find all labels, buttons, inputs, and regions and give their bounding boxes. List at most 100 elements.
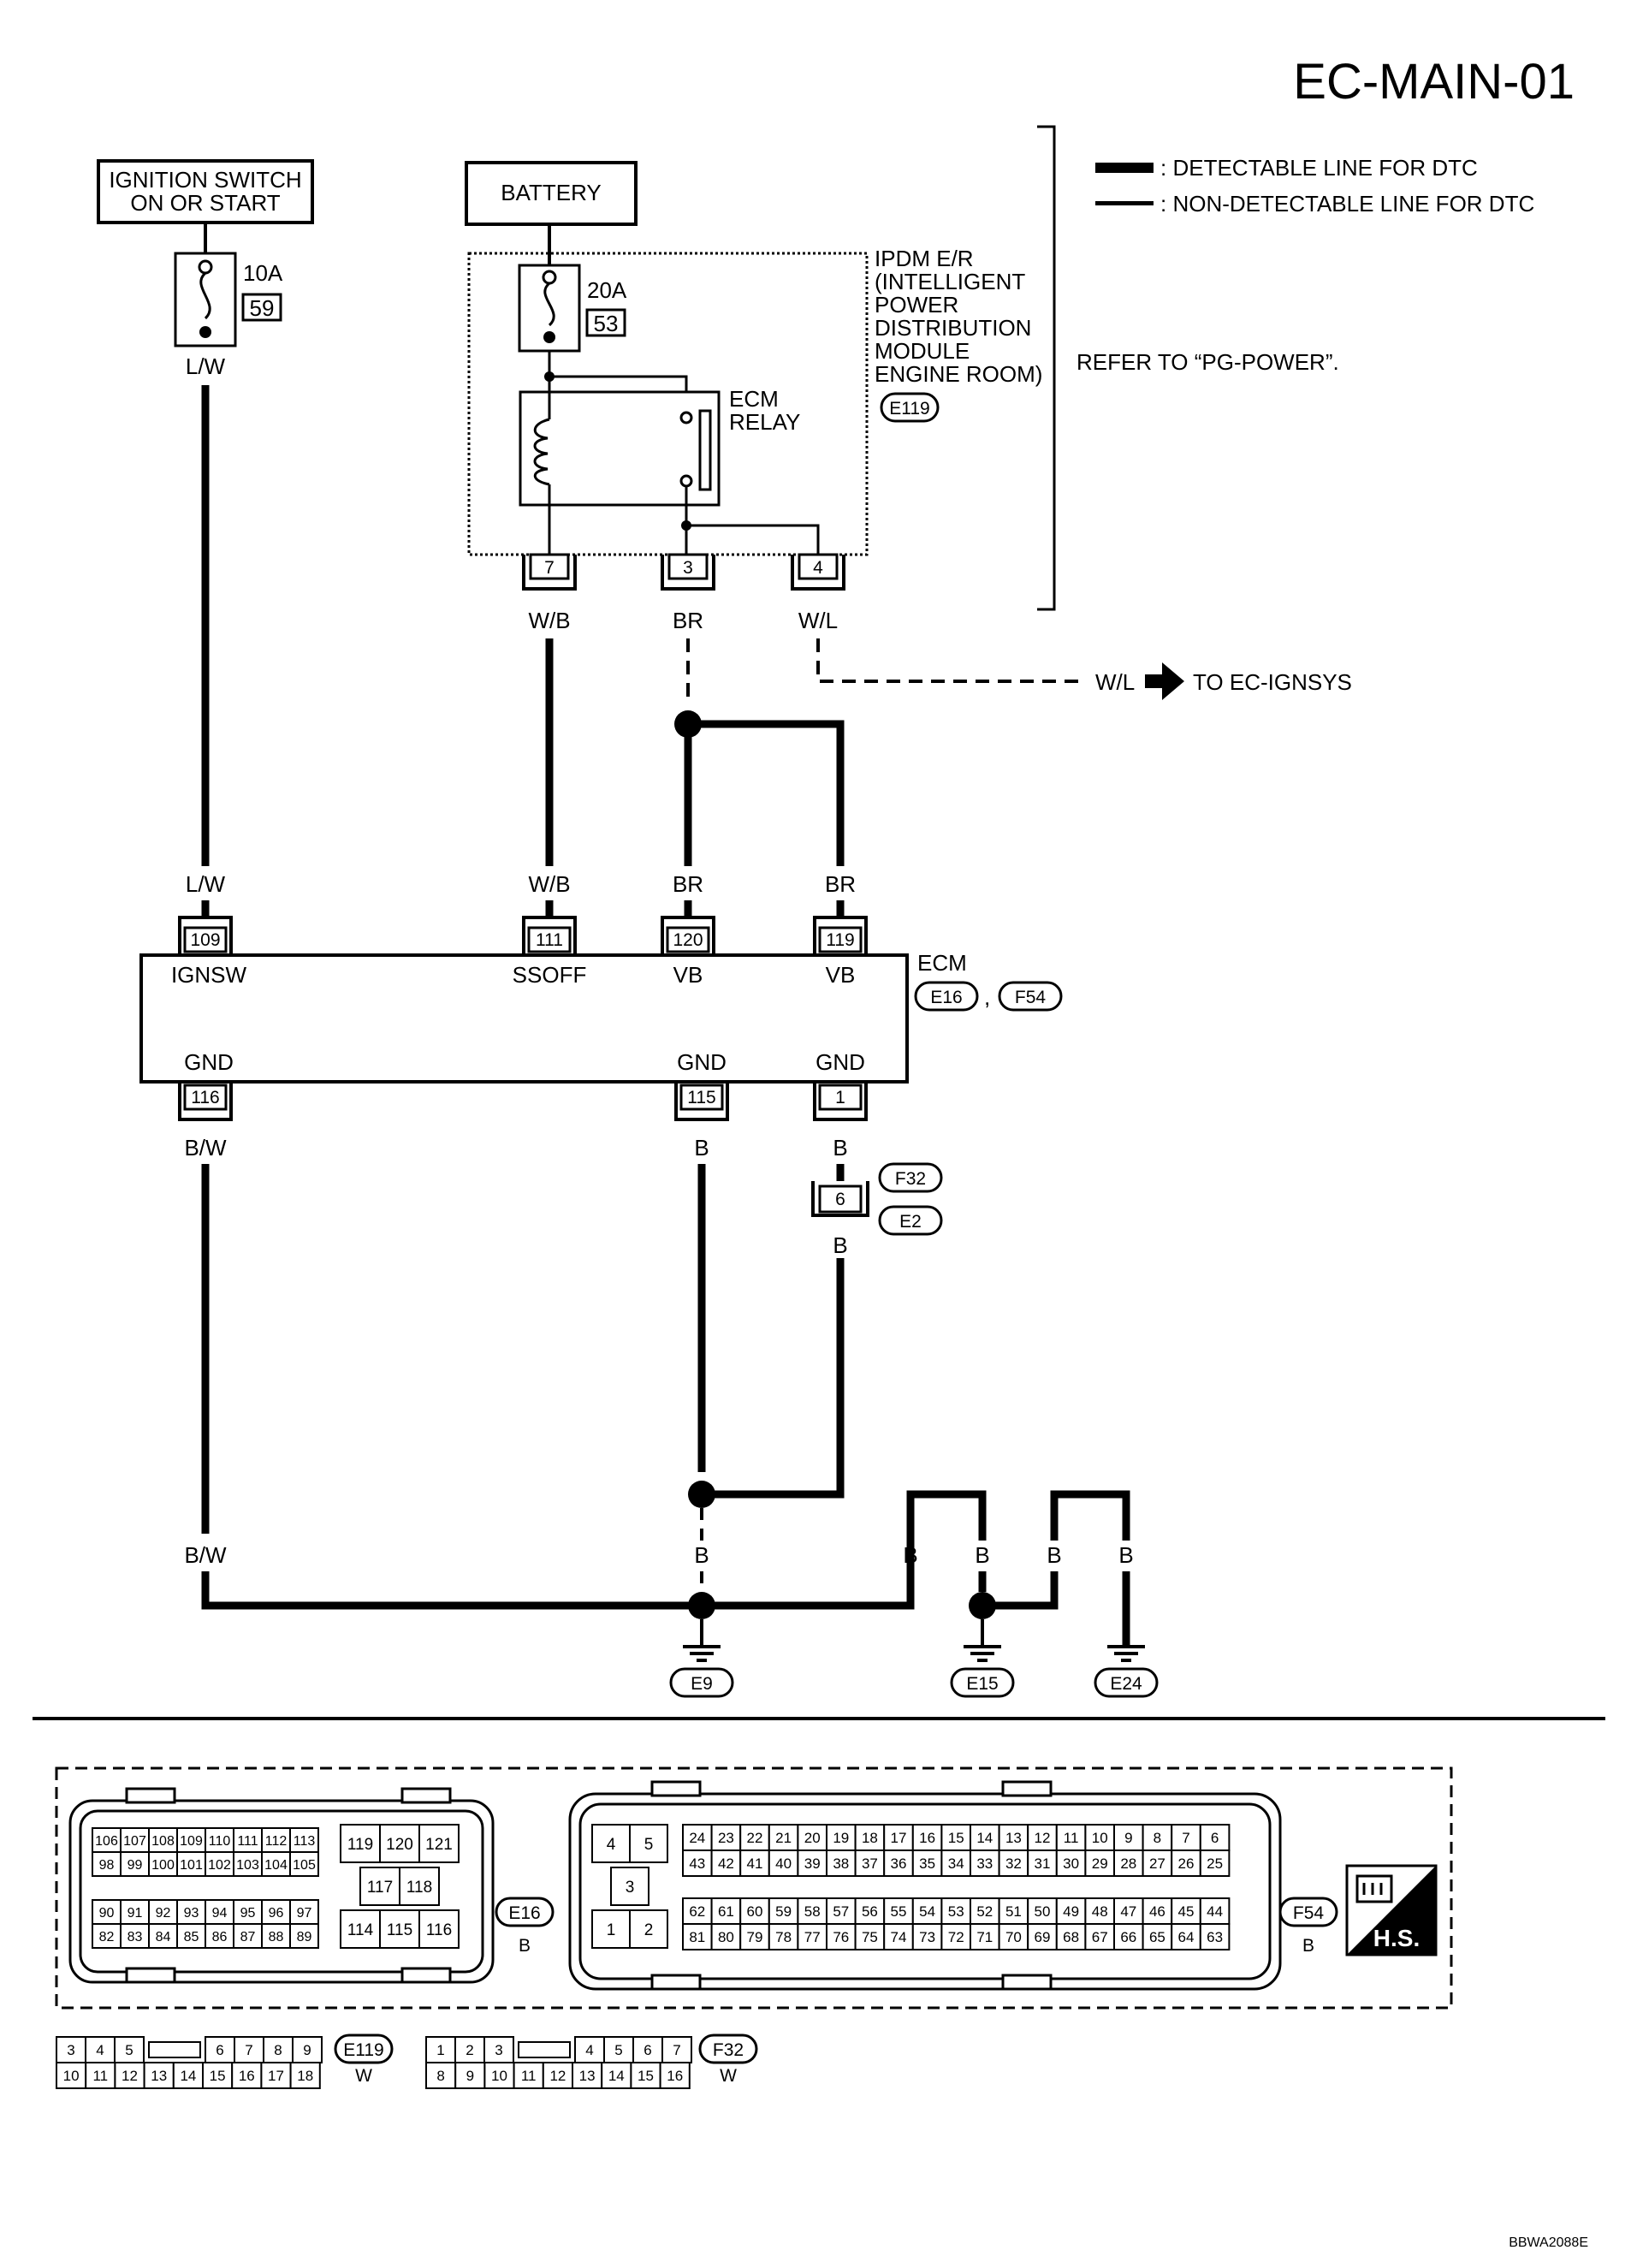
svg-text:4: 4 [813,558,823,578]
pin-number: 5 [125,2042,133,2058]
pin-number: 17 [268,2068,284,2084]
pin-cell [911,1923,943,1950]
pin-number: 94 [212,1906,228,1921]
wire-color-b-e9: B [694,1542,709,1568]
pin-number: 111 [237,1834,258,1849]
pin-number: 83 [128,1930,143,1944]
pin-number: 24 [689,1830,705,1846]
pin-cell [172,2062,205,2089]
pin-number: 32 [1005,1855,1022,1872]
pin-number: 69 [1035,1929,1051,1945]
svg-text:E2: E2 [899,1212,922,1232]
pin-number: 117 [367,1879,393,1897]
pin-number: 99 [128,1858,143,1873]
ipdm-pin-7: 7 [522,553,577,591]
hs-badge: H.S. [1345,1864,1438,1956]
pin-cell [289,1827,319,1853]
pin-number: 37 [862,1855,878,1872]
wire-color-b-branch-2: B [975,1542,989,1568]
ecm-connector-tag-e16: E16 [914,981,979,1012]
pin-cell [854,1849,886,1877]
connector-tag-e16: E16 B [495,1897,555,1956]
pin-number: 77 [804,1929,821,1945]
pin-cell [768,1897,799,1925]
ignition-switch-line2: ON OR START [130,190,280,216]
wire-color-bw-ecm: B/W [184,1135,227,1161]
pin-cell [261,1851,291,1877]
ground-tag-e9: E9 [669,1667,734,1698]
pin-cell [231,2062,263,2089]
ipdm-connector-tag: E119 [880,392,940,423]
wire-color-b-ecm-115: B [694,1135,709,1161]
pin-number: 9 [466,2068,474,2084]
wire-color-wb-ecm: W/B [528,871,570,897]
pin-number: 3 [67,2042,74,2058]
pin-number: 3 [495,2042,502,2058]
joint-connector-6: 6 [811,1181,869,1217]
pin-number: 42 [718,1855,734,1872]
pin-number: 90 [99,1906,115,1921]
pin-number: 61 [718,1903,734,1920]
pin-number: 2 [644,1921,654,1939]
pin-number: 16 [239,2068,255,2084]
pin-number: 96 [269,1906,284,1921]
svg-text:116: 116 [191,1088,219,1107]
fuse-10a-rating: 10A [243,260,283,286]
pin-number: 95 [240,1906,256,1921]
pin-number: 8 [1154,1830,1161,1846]
wire-color-wl-top: W/L [798,608,838,633]
pin-number: 100 [151,1858,175,1873]
pin-number: 120 [386,1836,413,1854]
pin-number: 109 [180,1834,203,1849]
svg-text:109: 109 [190,930,220,950]
pin-cell [542,2062,573,2089]
ecm-top-pin-name-111: SSOFF [513,962,587,988]
pin-number: 15 [638,2068,654,2084]
pin-number: 9 [1124,1830,1132,1846]
ecm-label: ECM [917,950,967,976]
pin-cell [1027,1849,1058,1877]
ecm-relay-line1: ECM [729,386,779,412]
svg-text:B: B [519,1936,531,1956]
legend-non-detectable: : NON-DETECTABLE LINE FOR DTC [1160,191,1534,217]
ecm-relay: ECM RELAY [519,351,820,555]
pin-cell [659,2062,691,2089]
ecm-top-pin-name-109: IGNSW [171,962,247,988]
pin-cell [340,1824,381,1863]
pin-number: 31 [1035,1855,1051,1872]
wire-color-b-joint: B [833,1232,847,1258]
battery-label: BATTERY [501,180,602,205]
pin-cell [826,1923,857,1950]
pin-cell [768,1849,799,1877]
pin-cell [205,1851,234,1877]
svg-text:F54: F54 [1015,988,1047,1007]
pin-cell [176,1851,206,1877]
pin-number: 88 [269,1930,284,1944]
wire-color-b-ecm-1: B [833,1135,847,1161]
ecm-top-pin-name-119: VB [826,962,856,988]
pin-number: 13 [151,2068,167,2084]
pin-cell [234,2036,264,2063]
svg-text:F32: F32 [895,1169,926,1189]
pin-cell [379,1824,420,1863]
svg-text:6: 6 [835,1190,845,1209]
pin-cell [797,1849,828,1877]
pin-number: 97 [297,1906,312,1921]
pin-number: 85 [184,1930,199,1944]
pin-number: 7 [1182,1830,1189,1846]
pin-number: 74 [891,1929,907,1945]
pin-number: 8 [436,2068,444,2084]
pin-number: 64 [1178,1929,1195,1945]
connector-tag-f32: F32 W [698,2033,758,2086]
pin-cell [940,1897,972,1925]
pin-cell [292,2036,323,2063]
pin-number: 55 [891,1903,907,1920]
svg-text:MODULE: MODULE [875,338,970,364]
ecm-bottom-pin-name-116: GND [184,1049,234,1075]
pin-number: 78 [775,1929,792,1945]
pin-cell [202,2062,234,2089]
pin-number: 114 [347,1921,374,1939]
